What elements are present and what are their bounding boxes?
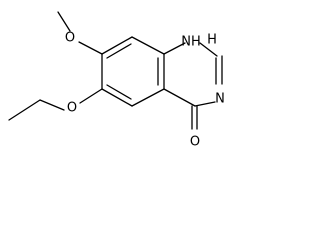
bond-c6-c5 — [101, 88, 133, 107]
bond-c7-o-methoxy — [78, 41, 103, 55]
benzene-ring — [101, 36, 165, 107]
bond-o-ch3-methoxy — [57, 11, 71, 32]
ethoxy-group — [8, 88, 103, 121]
bond-c8-c7 — [101, 36, 133, 55]
bond-c5-c4a — [131, 88, 165, 107]
atom-label-h: H — [207, 33, 217, 48]
bond-o-ch2-ethoxy — [39, 99, 65, 111]
bond-c6-c5-inner — [106, 84, 132, 100]
atom-label-o-carbonyl: O — [190, 135, 200, 150]
atom-label-nh: NH — [181, 35, 201, 50]
bond-c8a-c8 — [131, 36, 165, 55]
bond-ch2-ch3-ethoxy — [8, 99, 41, 121]
bond-c4-c4a — [163, 88, 196, 107]
bond-c8-c7-inner — [106, 43, 132, 59]
bond-c8a-n1 — [163, 42, 186, 55]
methoxy-group — [57, 11, 103, 55]
molecule-structure: O O NH H N O — [8, 11, 225, 150]
bond-n3-c4 — [194, 101, 216, 107]
atom-label-o-methoxy: O — [65, 31, 75, 46]
bond-c6-o-ethoxy — [79, 88, 103, 104]
atom-label-n: N — [215, 92, 225, 107]
bond-n1-c2 — [199, 42, 218, 57]
atom-label-o-ethoxy: O — [67, 101, 77, 116]
atom-labels: O O NH H N O — [65, 31, 225, 150]
pyrimidinone-ring — [163, 42, 223, 130]
